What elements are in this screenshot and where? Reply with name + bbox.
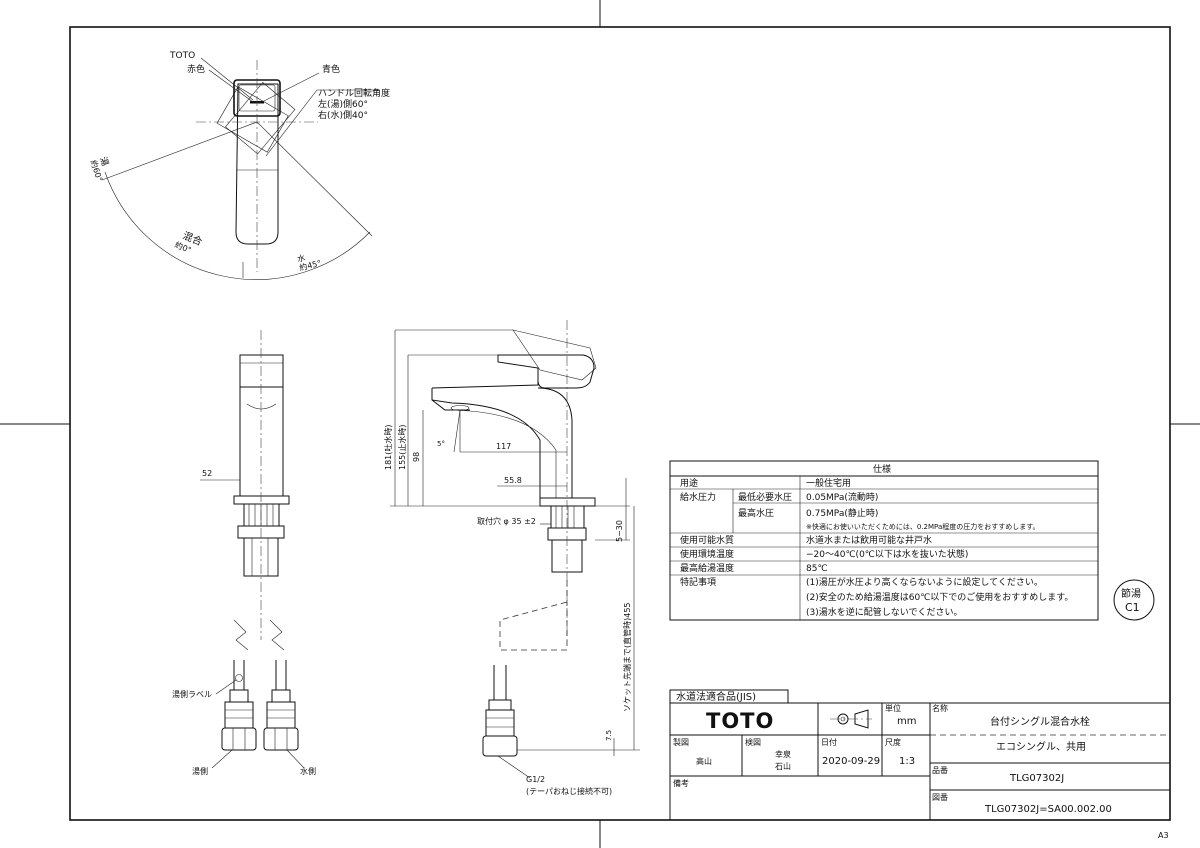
- hot-connector: [221, 689, 257, 751]
- hot-side-label-mark: [235, 674, 243, 682]
- spec-min-value: 0.05MPa(流動時): [806, 491, 878, 503]
- rotation-right: 右(水)側40°: [318, 109, 368, 121]
- base-front: [233, 495, 290, 505]
- side-connector: [482, 699, 518, 757]
- spout-body-top: [235, 83, 279, 245]
- drawn-value: 高山: [696, 756, 712, 766]
- mount-hole-dim: 取付穴 φ 35 ±2: [477, 516, 536, 526]
- scale-value: 1:3: [899, 756, 915, 767]
- spout-side: [431, 380, 541, 498]
- handle-front: [239, 354, 284, 388]
- base-side: [539, 497, 596, 507]
- spec-max-value: 0.75MPa(静止時): [806, 507, 878, 519]
- toto-logo: TOTO: [706, 709, 774, 733]
- spec-note-3: (3)湯水を逆に配管しないでください。: [806, 606, 962, 618]
- dim-7-5: 7.5: [605, 730, 613, 741]
- spec-env-label: 使用環境温度: [680, 548, 734, 560]
- handle-cold-position: [225, 82, 296, 155]
- front-view: 52 湯側ラベル 湯側: [172, 330, 316, 776]
- date-label: 日付: [821, 737, 837, 747]
- sheet-size: A3: [1158, 831, 1169, 840]
- spec-min-label: 最低必要水圧: [738, 491, 792, 503]
- spec-max-note: ※快適にお使いいただくためには、0.2MPa程度の圧力をおすすめします。: [806, 522, 1040, 531]
- dim-5-deg: 5°: [437, 440, 445, 448]
- dim-117: 117: [496, 442, 511, 451]
- blue-label: 青色: [322, 63, 340, 75]
- cold-angle-label: 水: [296, 252, 306, 264]
- drawn-label: 製図: [673, 737, 689, 747]
- spec-table: 仕様 用途 一般住宅用 給水圧力 最低必要水圧 0.05MPa(流動時) 最高水…: [669, 460, 1099, 621]
- title-block: 水道法適合品(JIS) TOTO 単位 mm 名称 台付シングル混合水栓 エコシ…: [669, 689, 1171, 821]
- cold-connector: [263, 689, 299, 751]
- thread-note: (テーパおねじ接続不可): [526, 786, 612, 796]
- hot-label-tag: 湯側ラベル: [172, 689, 212, 699]
- rotation-left: 左(湯)側60°: [318, 98, 368, 110]
- subname-value: エコシングル、共用: [996, 740, 1086, 753]
- product-label: 品番: [932, 765, 948, 775]
- brand-mark-label: TOTO: [169, 51, 195, 61]
- scale-label: 尺度: [885, 737, 901, 747]
- spec-quality-value: 水道水または飲用可能な井戸水: [806, 534, 932, 546]
- checked-label: 検図: [745, 737, 761, 747]
- spec-title: 仕様: [873, 463, 891, 475]
- spec-pressure-label: 給水圧力: [680, 491, 716, 503]
- unit-label: 単位: [885, 703, 901, 713]
- product-value: TLG07302J: [1009, 773, 1064, 784]
- stamp-line-1: 節湯: [1121, 587, 1141, 600]
- hot-angle-label: 湯: [97, 156, 110, 168]
- thread-size: G1/2: [526, 775, 545, 784]
- remarks-label: 備考: [673, 778, 689, 788]
- spec-note-1: (1)湯圧が水圧より高くならないように設定してください。: [806, 576, 1043, 588]
- dim-55-8: 55.8: [504, 476, 522, 485]
- cold-side-label: 水側: [300, 766, 316, 776]
- dim-455: ソケット先端まで(直管時)455: [622, 602, 632, 712]
- unit-value: mm: [897, 716, 916, 727]
- jis-label: 水道法適合品(JIS): [676, 690, 756, 703]
- red-label: 赤色: [187, 63, 205, 75]
- date-value: 2020-09-29: [822, 756, 880, 767]
- dim-52: 52: [202, 469, 212, 478]
- spec-hot-label: 最高給湯温度: [680, 562, 734, 574]
- dim-181: 181(吐水時): [383, 424, 393, 470]
- rotation-title: ハンドル回転角度: [318, 87, 390, 99]
- dim-98: 98: [412, 452, 421, 462]
- name-label: 名称: [932, 703, 948, 713]
- side-view: 181(吐水時) 155(止水時) 98 5° 117 55.8 取付穴 φ 3…: [383, 320, 640, 796]
- checked-value-1: 幸泉: [775, 749, 791, 759]
- name-value: 台付シングル混合水栓: [990, 715, 1090, 728]
- top-view: TOTO 赤色 青色 ハンドル回転角度 左(湯)側60° 右(水)側40° 湯 …: [89, 51, 390, 280]
- dim-5-30: 5~30: [615, 520, 624, 542]
- drawing-no-label: 図番: [932, 792, 948, 802]
- spec-notes-label: 特記事項: [680, 576, 716, 588]
- spec-quality-label: 使用可能水質: [680, 534, 734, 546]
- spec-use-label: 用途: [680, 477, 698, 489]
- spec-max-label: 最高水圧: [738, 507, 774, 519]
- dim-155: 155(止水時): [397, 424, 407, 470]
- spec-hot-value: 85℃: [806, 564, 828, 574]
- spec-use-value: 一般住宅用: [806, 477, 851, 489]
- projection-symbol-icon: [830, 709, 872, 729]
- water-saving-stamp: 節湯 C1: [1113, 579, 1155, 621]
- spec-note-2: (2)安全のため給湯温度は60℃以下でのご使用をおすすめします。: [806, 591, 1073, 603]
- hot-side-label: 湯側: [192, 766, 208, 776]
- spec-env-value: −20〜40℃(0℃以下は水を抜いた状態): [806, 548, 968, 560]
- checked-value-2: 石山: [775, 761, 791, 771]
- stamp-line-2: C1: [1125, 601, 1140, 614]
- drawing-no-value: TLG07302J=SA00.002.00: [984, 804, 1112, 815]
